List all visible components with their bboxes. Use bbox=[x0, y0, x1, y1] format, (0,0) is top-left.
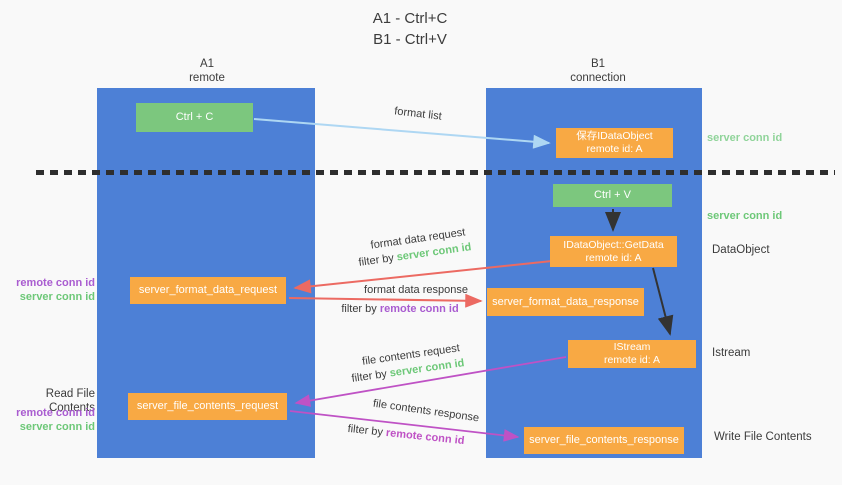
getdata-line1: IDataObject::GetData bbox=[563, 238, 664, 251]
ctrl-v-label: Ctrl + V bbox=[594, 189, 631, 201]
label-read-file-contents: Read File Contents bbox=[45, 388, 95, 414]
label-dataobject: DataObject bbox=[712, 244, 770, 256]
node-server-file-contents-request: server_file_contents_request bbox=[128, 393, 287, 420]
node-idataobject-getdata: IDataObject::GetData remote id: A bbox=[550, 236, 677, 267]
node-istream: IStream remote id: A bbox=[568, 340, 696, 368]
node-ctrl-c: Ctrl + C bbox=[136, 103, 253, 132]
node-ctrl-v: Ctrl + V bbox=[553, 184, 672, 207]
format-request-label: server_format_data_request bbox=[138, 284, 278, 296]
right-column-role: connection bbox=[570, 72, 626, 84]
node-save-idataobject: 保存IDataObject remote id: A bbox=[556, 128, 673, 158]
format-response-label: server_format_data_response bbox=[492, 295, 639, 308]
label-server-conn-id-mid-right: server conn id bbox=[707, 210, 783, 222]
diagram-title: A1 - Ctrl+C B1 - Ctrl+V bbox=[0, 8, 820, 50]
label-format-list: format list bbox=[393, 105, 443, 123]
left-conn-id-stack-1: remote conn id server conn id bbox=[0, 277, 95, 304]
istream-line2: remote id: A bbox=[603, 354, 661, 366]
remote-conn-id-text: remote conn id bbox=[385, 426, 465, 448]
left-conn-id-stack-2: remote conn id server conn id bbox=[0, 407, 95, 434]
right-column-header: B1 connection bbox=[538, 57, 658, 85]
label-format-data-response: format data response bbox=[364, 284, 468, 296]
left-column-role: remote bbox=[189, 72, 225, 84]
node-server-format-data-response: server_format_data_response bbox=[487, 288, 644, 316]
filter-by-text: filter by bbox=[350, 367, 391, 385]
file-request-label: server_file_contents_request bbox=[136, 400, 279, 412]
istream-line1: IStream bbox=[613, 341, 651, 353]
left-column-header: A1 remote bbox=[147, 57, 267, 85]
ctrl-c-label: Ctrl + C bbox=[175, 111, 214, 123]
file-response-label: server_file_contents_response bbox=[529, 434, 679, 446]
title-line-b1: B1 - Ctrl+V bbox=[373, 31, 447, 48]
server-conn-id-label: server conn id bbox=[19, 290, 95, 303]
left-column-name: A1 bbox=[199, 58, 215, 70]
label-filter-by-remote-conn-id-2: filter by remote conn id bbox=[341, 422, 472, 448]
label-file-contents-response: file contents response bbox=[372, 397, 480, 425]
filter-by-text: filter by bbox=[341, 303, 380, 315]
label-istream: Istream bbox=[712, 347, 751, 359]
save-idataobject-line1: 保存IDataObject bbox=[576, 130, 653, 142]
save-idataobject-line2: remote id: A bbox=[586, 143, 643, 155]
label-filter-by-remote-conn-id-1: filter by remote conn id bbox=[335, 303, 465, 315]
label-server-conn-id-top-right: server conn id bbox=[707, 132, 783, 144]
getdata-line2: remote id: A bbox=[585, 251, 642, 264]
remote-conn-id-text: remote conn id bbox=[379, 303, 459, 315]
node-server-file-contents-response: server_file_contents_response bbox=[524, 427, 684, 454]
right-column-name: B1 bbox=[590, 58, 606, 70]
node-server-format-data-request: server_format_data_request bbox=[130, 277, 286, 304]
title-line-a1: A1 - Ctrl+C bbox=[372, 10, 448, 27]
machine-boundary-dashed-line bbox=[36, 170, 835, 175]
server-conn-id-label: server conn id bbox=[19, 420, 95, 433]
remote-conn-id-label: remote conn id bbox=[16, 277, 95, 289]
filter-by-text: filter by bbox=[347, 422, 387, 439]
label-write-file-contents: Write File Contents bbox=[714, 431, 812, 443]
arrow-format-data-response bbox=[288, 293, 483, 308]
filter-by-text: filter by bbox=[357, 251, 398, 269]
remote-conn-id-label: remote conn id bbox=[16, 407, 95, 419]
